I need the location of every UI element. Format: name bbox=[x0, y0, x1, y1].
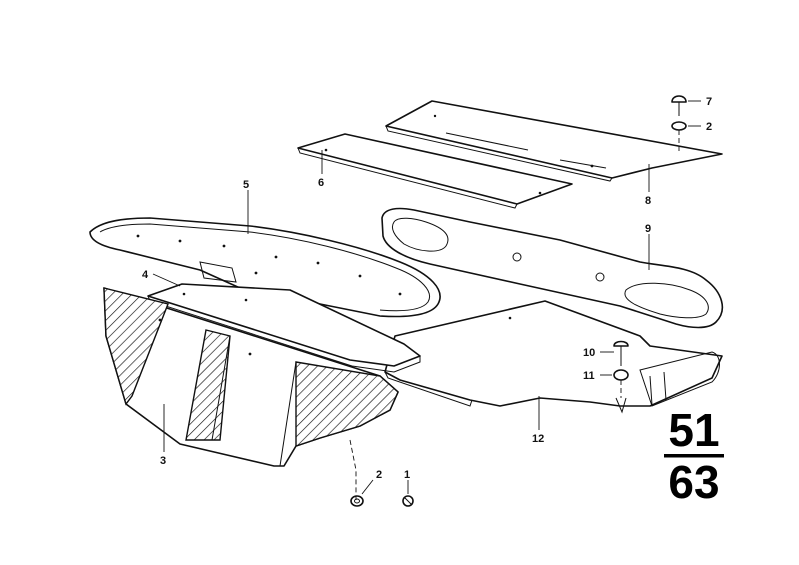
part-3-rear-panel bbox=[103, 287, 399, 467]
group-divider bbox=[664, 454, 724, 458]
callout-7: 7 bbox=[706, 96, 712, 108]
callout-12: 12 bbox=[532, 433, 544, 445]
fastener-7-screw bbox=[671, 95, 687, 116]
fastener-11-clip bbox=[613, 369, 629, 381]
part-5-parcel-shelf bbox=[89, 217, 441, 318]
callout-9: 9 bbox=[645, 223, 651, 235]
callout-1: 1 bbox=[404, 469, 410, 481]
group-code: 51 63 bbox=[664, 404, 724, 508]
callout-6: 6 bbox=[318, 177, 324, 189]
part-8-shelf-board bbox=[385, 100, 723, 182]
part-12-floor-panel bbox=[384, 300, 723, 414]
fastener-2-washer bbox=[350, 495, 364, 507]
part-6-cover-panel bbox=[297, 133, 573, 209]
part-9-speaker-trim bbox=[381, 207, 724, 329]
main-group-number: 51 bbox=[668, 404, 719, 456]
callout-3: 3 bbox=[160, 455, 166, 467]
callout-10: 10 bbox=[583, 347, 595, 359]
fastener-1-screw bbox=[402, 495, 414, 507]
callout-11: 11 bbox=[583, 370, 595, 382]
callout-5: 5 bbox=[243, 179, 249, 191]
fastener-10-screw bbox=[613, 340, 629, 366]
callout-2-bottom: 2 bbox=[376, 469, 382, 481]
callout-8: 8 bbox=[645, 195, 651, 207]
fastener-2-washer-top bbox=[671, 121, 687, 131]
callout-4: 4 bbox=[142, 269, 149, 281]
callout-2-top: 2 bbox=[706, 121, 712, 133]
sub-group-number: 63 bbox=[668, 456, 719, 508]
